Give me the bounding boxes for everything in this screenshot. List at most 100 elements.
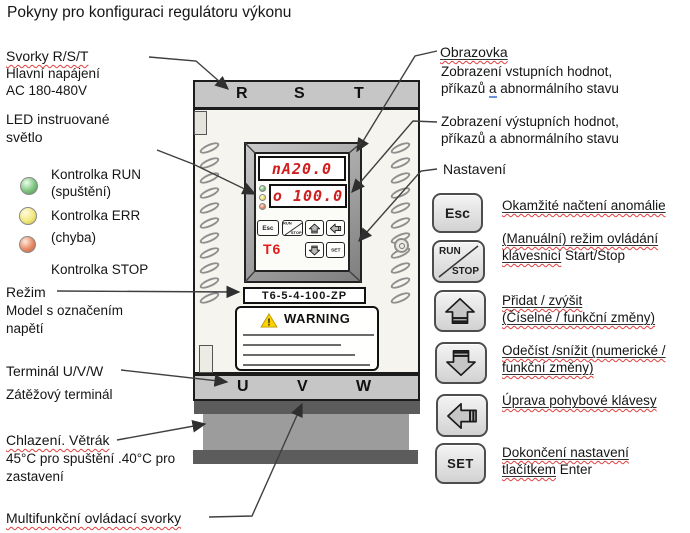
label-mode-desc: Model s označením napětí <box>6 303 124 336</box>
warning-fineprint-line <box>243 354 355 356</box>
arrow-left-icon <box>329 223 342 233</box>
label-multifunction-terminals: Multifunkční ovládací svorky <box>6 510 182 526</box>
run-stop-button[interactable]: RUN STOP <box>432 240 485 283</box>
label-cooling: Chlazení. Větrák <box>6 432 110 448</box>
vent-slot <box>198 170 221 186</box>
esc-button[interactable]: Esc <box>432 193 483 233</box>
label-screen-line1: Zobrazení vstupních hodnot, <box>441 64 613 79</box>
arrow-down-icon <box>446 349 476 377</box>
keypad-stop-led-icon <box>259 203 266 210</box>
vent-slot <box>198 275 221 291</box>
increase-button[interactable] <box>434 290 486 332</box>
warning-title: WARNING <box>284 311 351 326</box>
warning-fineprint-line <box>243 334 374 336</box>
label-led-err: Kontrolka ERR <box>51 208 141 223</box>
warning-triangle-icon: ! <box>260 313 278 328</box>
vent-slot <box>389 155 412 171</box>
display-top: nA20.0 <box>258 156 346 181</box>
vent-slot <box>198 200 221 216</box>
vent-slot <box>389 185 412 201</box>
decrease-button[interactable] <box>435 342 487 384</box>
vent-slot <box>198 260 221 276</box>
page-title: Pokyny pro konfiguraci regulátoru výkonu <box>7 4 292 21</box>
label-voltage-range: AC 180-480V <box>6 83 88 98</box>
heatsink-body <box>203 414 409 450</box>
label-output-line1: Zobrazení výstupních hodnot, <box>441 114 619 129</box>
label-led-heading: LED instruované světlo <box>6 111 110 145</box>
terminal-r: R <box>236 85 248 102</box>
vent-slot <box>198 185 221 201</box>
heatsink-bar-top <box>194 401 420 414</box>
shift-description: Úprava pohybové klávesy <box>502 393 657 408</box>
arrow-up-icon <box>308 223 321 233</box>
keypad-run-led-icon <box>259 185 266 192</box>
label-screen-line2: příkazů a abnormálního stavu <box>441 81 619 98</box>
label-terminals-rst: Svorky R/S/T <box>6 48 89 64</box>
arrow-down-icon <box>308 245 321 255</box>
label-led-err-sub: (chyba) <box>51 230 97 245</box>
stop-led-icon <box>19 236 36 253</box>
set-button[interactable]: SET <box>435 443 486 484</box>
label-load-terminal: Zátěžový terminál <box>6 387 113 402</box>
model-label-plate: T6-5-4-100-ZP <box>243 287 366 304</box>
label-mode: Režim <box>6 284 46 300</box>
screw-icon <box>394 238 409 253</box>
vent-slot <box>389 215 412 231</box>
vent-slot <box>198 245 221 261</box>
mount-notch-bottom <box>199 345 213 373</box>
err-led-icon <box>19 207 37 225</box>
label-output-line2: příkazů a abnormálního stavu <box>441 131 619 146</box>
vent-slot <box>198 215 221 231</box>
grammar-marked-word: a <box>489 81 497 98</box>
decrease-description: Odečíst /snížit (numerické / funkční změ… <box>502 343 666 375</box>
keypad-left-button[interactable] <box>326 220 345 236</box>
warning-plate: ! WARNING <box>235 306 379 371</box>
esc-description: Okamžité načtení anomálie <box>502 198 666 213</box>
warning-fineprint-line <box>243 364 370 366</box>
vent-slot <box>389 200 412 216</box>
vent-slot <box>389 170 412 186</box>
arrow-left-icon <box>447 402 477 429</box>
mount-notch-top <box>194 111 207 135</box>
terminal-t: T <box>354 85 364 102</box>
keypad-runstop-button[interactable]: RUN STOP <box>282 220 303 236</box>
label-led-run: Kontrolka RUN <box>51 167 142 182</box>
run-stop-description: (Manuální) režim ovládání klávesnicí Sta… <box>502 231 659 263</box>
label-led-run-sub: (spuštění) <box>51 184 112 199</box>
display-top-value: nA20.0 <box>271 159 333 178</box>
set-description: Dokončení nastavení tlačítkem Enter <box>502 445 629 477</box>
shift-button[interactable] <box>436 394 488 437</box>
keypad-set-button[interactable]: SET <box>326 242 345 258</box>
vent-column-left <box>198 140 221 306</box>
label-cooling-desc: 45°C pro spuštění .40°C pro zastavení <box>6 451 176 484</box>
input-terminal-bar <box>193 80 420 109</box>
label-terminal-uvw: Terminál U/V/W <box>6 363 104 379</box>
label-main-power: Hlavní napájení <box>6 66 100 81</box>
display-bottom: o 100.0 <box>269 184 347 208</box>
label-led-stop: Kontrolka STOP <box>51 262 149 277</box>
heatsink-bar-bottom <box>193 450 418 464</box>
label-screen: Obrazovka <box>440 44 508 60</box>
label-settings: Nastavení <box>443 161 507 177</box>
arrow-up-icon <box>445 297 475 325</box>
output-terminal-bar <box>193 374 420 401</box>
vent-column-right <box>389 140 412 306</box>
display-bottom-value: o 100.0 <box>272 187 344 205</box>
runstop-slash-icon <box>284 222 302 235</box>
runstop-slash-icon <box>438 245 479 278</box>
keypad-up-button[interactable] <box>305 220 324 236</box>
keypad-esc-button[interactable]: Esc <box>257 220 279 236</box>
brand-logo: T6 <box>263 241 282 257</box>
connector-cooling <box>116 420 207 441</box>
vent-slot <box>198 155 221 171</box>
terminal-w: W <box>356 378 372 395</box>
vent-slot <box>389 275 412 291</box>
keypad-down-button[interactable] <box>305 242 324 258</box>
keypad-err-led-icon <box>259 194 266 201</box>
warning-fineprint-line <box>243 344 341 346</box>
svg-text:!: ! <box>267 317 270 328</box>
vent-slot <box>198 230 221 246</box>
terminal-s: S <box>294 85 305 102</box>
model-number: T6-5-4-100-ZP <box>261 289 348 302</box>
